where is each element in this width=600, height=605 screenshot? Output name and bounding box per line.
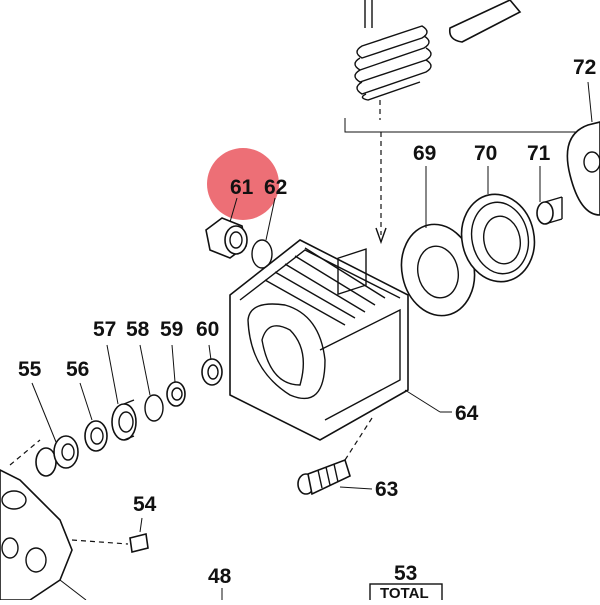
- callout-57[interactable]: 57: [93, 318, 117, 341]
- callout-62[interactable]: 62: [264, 176, 288, 199]
- total-label: TOTAL: [380, 585, 429, 602]
- callout-69[interactable]: 69: [413, 142, 437, 165]
- part-59-seal: [166, 344, 186, 407]
- part-64-pump-block: [229, 239, 452, 441]
- callout-55[interactable]: 55: [18, 358, 42, 381]
- callout-59[interactable]: 59: [160, 318, 184, 341]
- assembly-guide-arrow: [375, 132, 387, 245]
- callout-71[interactable]: 71: [527, 142, 551, 165]
- selected-part-highlight: [207, 148, 279, 220]
- callout-63[interactable]: 63: [375, 478, 399, 501]
- callout-56[interactable]: 56: [66, 358, 90, 381]
- callout-58[interactable]: 58: [126, 318, 150, 341]
- callout-72[interactable]: 72: [573, 56, 597, 79]
- part-54-screw: [71, 517, 149, 553]
- callout-48[interactable]: 48: [208, 565, 232, 588]
- part-70-pulley: [460, 166, 536, 283]
- part-63-bolt: [297, 417, 373, 496]
- part-56-seal: [79, 382, 108, 452]
- part-55-seal: [31, 382, 79, 477]
- callout-60[interactable]: 60: [196, 318, 220, 341]
- part-62-o-ring: [251, 197, 276, 269]
- part-69-ring: [400, 166, 476, 317]
- callout-70[interactable]: 70: [474, 142, 498, 165]
- part-60-seal: [201, 344, 223, 386]
- callout-53[interactable]: 53: [394, 562, 418, 585]
- spring-assembly: [344, 0, 600, 133]
- part-61-plug: [205, 197, 248, 259]
- part-72-housing: [566, 81, 600, 216]
- part-71-screw: [536, 166, 563, 225]
- part-58-o-ring: [139, 344, 164, 422]
- callout-61[interactable]: 61: [230, 176, 254, 199]
- manifold-housing: [0, 439, 87, 601]
- callout-54[interactable]: 54: [133, 493, 157, 516]
- part-57-seal: [106, 344, 137, 441]
- callout-64[interactable]: 64: [455, 402, 479, 425]
